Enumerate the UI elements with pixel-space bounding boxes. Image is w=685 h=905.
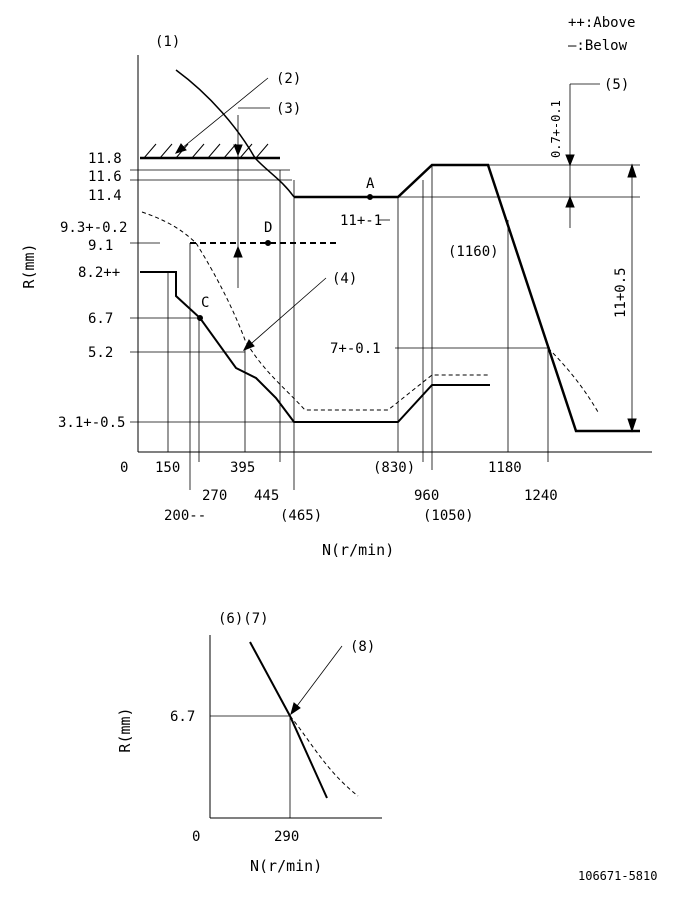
x-tick: 1240: [524, 488, 558, 504]
curve-1: [175, 69, 295, 198]
dashed-tail: [547, 347, 599, 413]
label-span: 11+0.5: [613, 267, 629, 318]
sub-dashed-curve: [289, 715, 359, 797]
y-tick: 9.1: [88, 238, 113, 254]
y-tick: 11.6: [88, 169, 122, 185]
main-origin: 0: [120, 460, 128, 476]
legend-below: —:Below: [568, 38, 628, 54]
label-11-1: 11+-1: [340, 213, 382, 229]
sub-x-axis-label: N(r/min): [250, 857, 322, 875]
label-7-0-1: 7+-0.1: [330, 341, 381, 357]
sub-y-axis-label: R(mm): [116, 707, 134, 752]
x-tick: 200--: [164, 508, 206, 524]
arrow-3-head-up: [233, 245, 243, 258]
x-tick: (465): [280, 508, 322, 524]
arrow-3-head-down: [233, 144, 243, 157]
callout-1: (1): [155, 34, 180, 50]
callout-4: (4): [332, 271, 357, 287]
point-a-label: A: [366, 176, 375, 192]
sub-x-tick: 290: [274, 829, 299, 845]
x-tick: 395: [230, 460, 255, 476]
y-tick: 8.2++: [78, 265, 120, 281]
main-chart: [130, 55, 652, 490]
stop-hatching: [143, 143, 269, 159]
dashed-curve: [141, 211, 490, 411]
main-v-gridlines: [167, 165, 549, 490]
label-1160: (1160): [448, 244, 499, 260]
sub-y-tick: 6.7: [170, 709, 195, 725]
callout-6-7: (6)(7): [218, 611, 269, 627]
main-h-gridlines: [130, 164, 640, 423]
main-x-axis-label: N(r/min): [322, 541, 394, 559]
x-tick: 445: [254, 488, 279, 504]
callout-2: (2): [276, 71, 301, 87]
x-tick: 150: [155, 460, 180, 476]
sub-solid-curve: [249, 641, 328, 799]
callout-5: (5): [604, 77, 629, 93]
y-tick: 9.3+-0.2: [60, 220, 127, 236]
point-c-marker: [197, 315, 203, 321]
main-y-ticks: 11.8 11.6 11.4 9.3+-0.2 9.1 8.2++ 6.7 5.…: [58, 151, 127, 431]
x-tick: 270: [202, 488, 227, 504]
sub-origin: 0: [192, 829, 200, 845]
legend-above: ++:Above: [568, 15, 635, 31]
x-tick: (830): [373, 460, 415, 476]
x-tick: 960: [414, 488, 439, 504]
sub-chart: [209, 635, 382, 819]
y-tick: 5.2: [88, 345, 113, 361]
point-a-marker: [367, 194, 373, 200]
leader-8: [290, 645, 343, 715]
y-tick: 3.1+-0.5: [58, 415, 125, 431]
y-tick: 6.7: [88, 311, 113, 327]
y-tick: 11.4: [88, 188, 122, 204]
callout-3: (3): [276, 101, 301, 117]
full-load-curve: [294, 163, 640, 433]
callout-8: (8): [350, 639, 375, 655]
leader-2: [175, 77, 269, 154]
leader-4: [243, 277, 327, 351]
main-x-ticks: 150 395 (830) 1180 200-- 270 445 (465) 9…: [155, 460, 558, 524]
x-tick: 1180: [488, 460, 522, 476]
label-tolerance: 0.7+-0.1: [549, 100, 563, 158]
drawing-number: 106671-5810: [578, 869, 657, 883]
y-tick: 11.8: [88, 151, 122, 167]
point-c-label: C: [201, 295, 209, 311]
main-y-axis-label: R(mm): [20, 243, 38, 288]
point-d-label: D: [264, 220, 272, 236]
x-tick: (1050): [423, 508, 474, 524]
idle-curve: [140, 271, 490, 423]
point-d-marker: [265, 240, 271, 246]
